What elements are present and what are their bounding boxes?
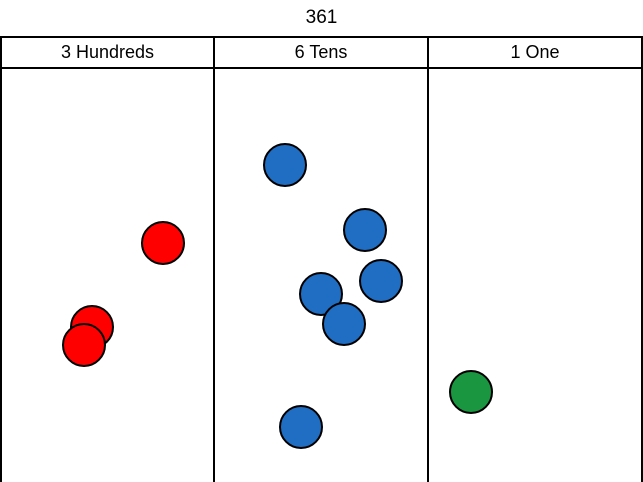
- table-left-border: [0, 36, 2, 482]
- ones-column-header: 1 One: [510, 42, 560, 62]
- column-divider: [427, 36, 429, 482]
- column-divider: [213, 36, 215, 482]
- hundreds-chip: [141, 221, 185, 265]
- ones-chip: [449, 370, 493, 414]
- table-top-border: [0, 36, 643, 38]
- hundreds-column-header: 3 Hundreds: [60, 42, 155, 62]
- tens-chip: [279, 405, 323, 449]
- tens-chip: [343, 208, 387, 252]
- tens-chip: [263, 143, 307, 187]
- hundreds-chip: [62, 323, 106, 367]
- place-value-table: 3 Hundreds 6 Tens 1 One: [0, 36, 643, 482]
- tens-chip: [359, 259, 403, 303]
- number-title: 361: [305, 7, 338, 28]
- header-bottom-border: [0, 67, 643, 69]
- tens-chip: [322, 302, 366, 346]
- tens-column-header: 6 Tens: [294, 42, 348, 62]
- table-right-border: [641, 36, 643, 482]
